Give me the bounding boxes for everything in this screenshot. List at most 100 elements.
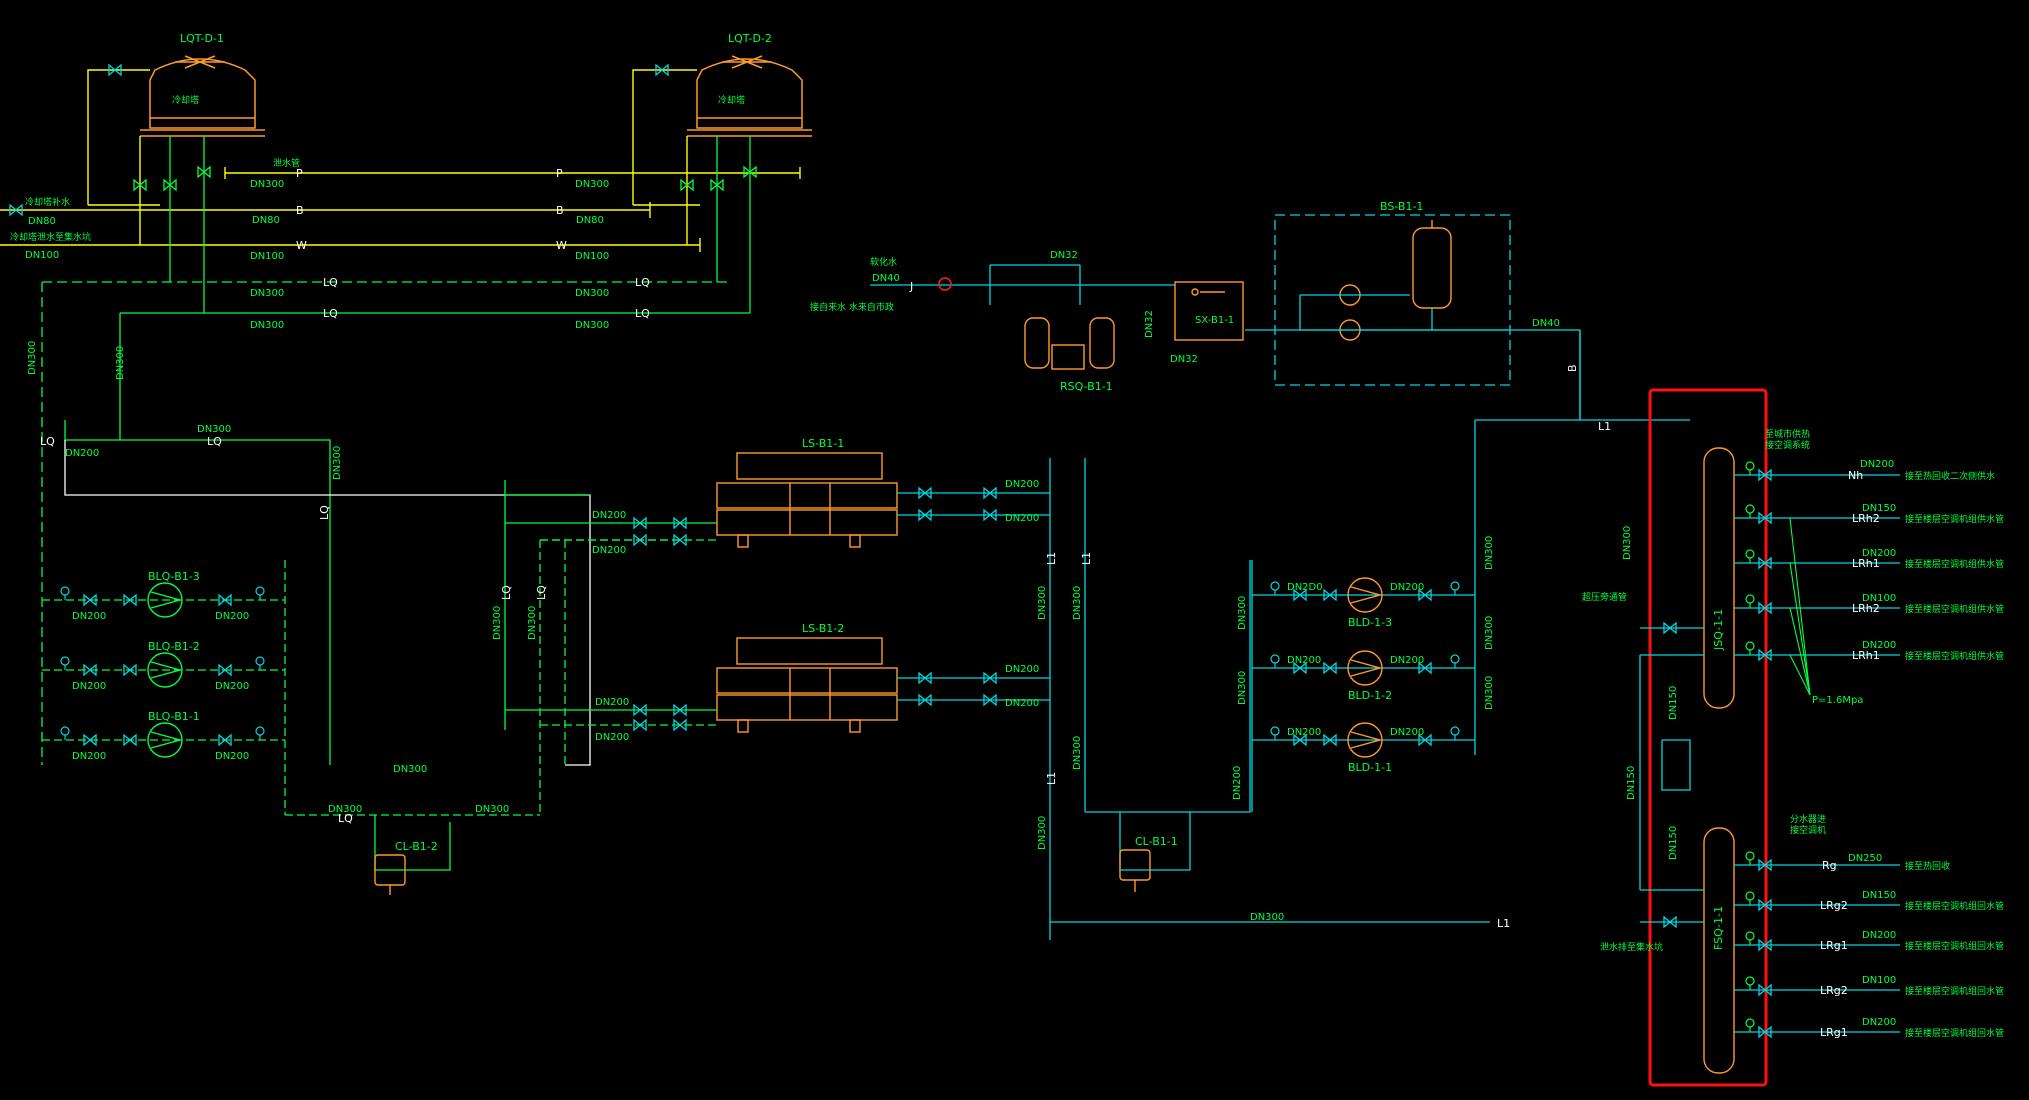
code-lrh1-a: LRh1 [1852, 557, 1880, 570]
chw-pump-bld-1-2[interactable] [1347, 650, 1383, 686]
size-cw-top: DN300 [197, 424, 231, 435]
relief-note: 超压旁通管 [1582, 591, 1627, 603]
size-blq1-out: DN200 [215, 751, 249, 762]
pipe-code-b-2: B [556, 204, 564, 217]
filter-cl-b1-2[interactable] [374, 854, 406, 895]
size-lrh2-a: DN150 [1862, 503, 1896, 514]
code-lrg1-a: LRg1 [1820, 939, 1848, 952]
dest-rg: 接至热回收 [1905, 860, 1950, 872]
supply-outlets [1734, 474, 1900, 656]
code-lrg1-b: LRg1 [1820, 1026, 1848, 1039]
cw-white-loop [64, 440, 591, 766]
size-chw-r1: DN300 [1484, 536, 1495, 570]
dest-lrg2-b: 接至楼层空调机组回水管 [1905, 985, 2004, 997]
chiller-ls-b1-2[interactable] [716, 637, 898, 733]
size-evap-v2: DN300 [1072, 586, 1083, 620]
size-ch2-cond-2: DN200 [595, 732, 629, 743]
makeup-note: 冷却塔补水 [25, 196, 70, 208]
size-w-1: DN100 [250, 251, 284, 262]
dest-nh: 接至热回收二次侧供水 [1905, 470, 1995, 482]
expansion-unit-box [1274, 214, 1511, 386]
lq-cond-1: LQ [500, 585, 513, 600]
expansion-tank[interactable] [1412, 220, 1452, 309]
size-bld1-out: DN200 [1390, 727, 1424, 738]
outlet-valves [1663, 469, 1772, 1038]
cooling-tower-2[interactable] [687, 55, 812, 137]
size-lq-3: DN300 [250, 320, 284, 331]
size-cw-side: DN200 [65, 448, 99, 459]
size-chw-v2: DN300 [1237, 671, 1248, 705]
size-ch1-cond-2: DN200 [592, 545, 626, 556]
size-lrg1-a: DN200 [1862, 930, 1896, 941]
size-ch1-cond-1: DN200 [592, 510, 626, 521]
size-chw-bottom: DN200 [1232, 766, 1243, 800]
cw-pump-3-tag: BLQ-B1-3 [148, 570, 200, 583]
code-rg: Rg [1822, 859, 1837, 872]
sx-tag: SX-B1-1 [1195, 315, 1234, 326]
tower-1-body-label: 冷却塔 [172, 94, 199, 106]
size-lq-1: DN300 [250, 288, 284, 299]
size-ch1-evap-1: DN200 [1005, 479, 1039, 490]
size-ch2-evap-1: DN200 [1005, 664, 1039, 675]
lq-label-4: LQ [635, 307, 650, 320]
size-city-water: DN40 [872, 273, 900, 284]
cw-pump-1-tag: BLQ-B1-1 [148, 710, 200, 723]
supply-header-jsq[interactable] [1703, 447, 1735, 709]
chiller-cond-pipes [504, 480, 717, 730]
dest-lrg1-b: 接至楼层空调机组回水管 [1905, 1027, 2004, 1039]
cw-pump-blq-3[interactable] [147, 582, 183, 618]
size-bld3-out: DN200 [1390, 582, 1424, 593]
cw-filter-branch [374, 815, 451, 871]
chw-pump-2-tag: BLD-1-2 [1348, 689, 1392, 702]
size-b-1: DN80 [252, 215, 280, 226]
tower-valves [133, 166, 757, 191]
fsq-tag: FSQ-1-1 [1712, 906, 1725, 950]
filter-cl-b1-1[interactable] [1119, 849, 1151, 892]
filter-cl-b1-2-tag: CL-B1-2 [395, 840, 438, 853]
tower-return-lq [41, 281, 730, 765]
pipe-code-b-1: B [296, 204, 304, 217]
size-cond-v1: DN300 [492, 606, 503, 640]
header-inlet-piping [1639, 627, 1704, 923]
size-cw-hdr-2: DN300 [475, 804, 509, 815]
code-lrh1-b: LRh1 [1852, 649, 1880, 662]
drain-note: 冷却塔泄水至集水坑 [10, 231, 91, 243]
size-lq-2: DN300 [575, 288, 609, 299]
size-bypass-3: DN150 [1668, 826, 1679, 860]
size-p-2: DN300 [575, 179, 609, 190]
l1-top: L1 [1598, 420, 1611, 433]
return-header-fsq[interactable] [1703, 827, 1735, 1074]
size-lrh2-b: DN100 [1862, 593, 1896, 604]
size-bld3-in: DN2D0 [1287, 582, 1323, 593]
size-bld2-out: DN200 [1390, 655, 1424, 666]
softener-sx[interactable] [1174, 281, 1244, 341]
chw-pump-bld-1-1[interactable] [1347, 722, 1383, 758]
chw-pump-bld-1-3[interactable] [1347, 577, 1383, 613]
overflow-note: 泄水管 [273, 157, 300, 169]
size-evap-v1: DN300 [1037, 586, 1048, 620]
lq-cw-hdr: LQ [338, 812, 353, 825]
chiller-2-tag: LS-B1-2 [802, 622, 844, 635]
water-treatment-rsq[interactable] [1024, 317, 1115, 370]
headers-highlight [1648, 388, 1768, 1087]
size-rsq: DN32 [1050, 250, 1078, 261]
size-chw-r3: DN300 [1484, 676, 1495, 710]
size-blq1-in: DN200 [72, 751, 106, 762]
size-evap-v3: DN300 [1037, 816, 1048, 850]
expansion-pumps[interactable] [1339, 284, 1361, 341]
cooling-tower-1[interactable] [140, 55, 265, 137]
hdr-note-d: 接空调机 [1790, 824, 1826, 836]
size-lrg1-b: DN200 [1862, 1017, 1896, 1028]
tower-2-body-label: 冷却塔 [718, 94, 745, 106]
l1-evap-2: L1 [1080, 552, 1093, 565]
chw-pump-3-tag: BLD-1-3 [1348, 616, 1392, 629]
cw-pump-blq-1[interactable] [147, 722, 183, 758]
size-riser-left-2: DN300 [115, 346, 126, 380]
code-nh: Nh [1848, 469, 1863, 482]
pressure-relief-lines [1789, 517, 1811, 696]
cw-pump-blq-2[interactable] [147, 652, 183, 688]
bs-tag: BS-B1-1 [1380, 200, 1423, 213]
size-evap-v4: DN300 [1072, 736, 1083, 770]
chiller-ls-b1-1[interactable] [716, 452, 898, 548]
size-blq2-in: DN200 [72, 681, 106, 692]
